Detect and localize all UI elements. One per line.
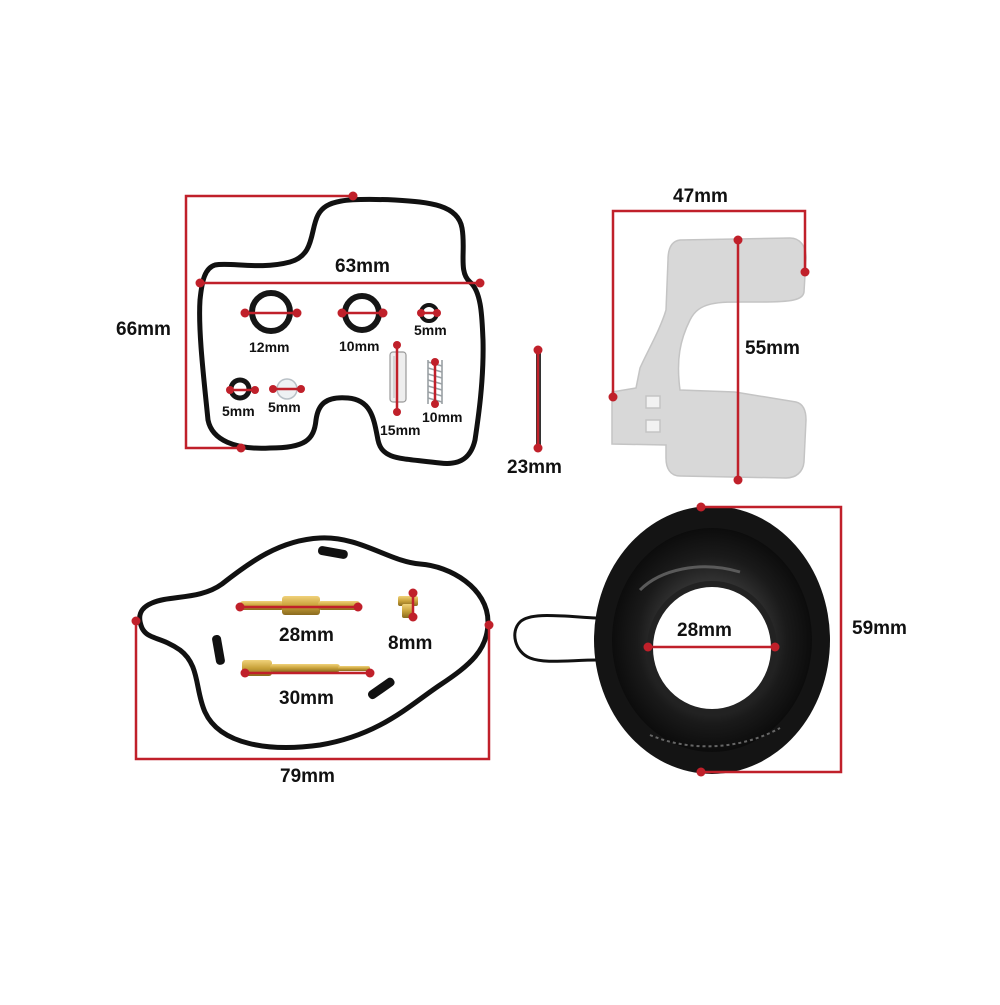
oring-5mm-left-label: 5mm [222,403,255,419]
gasket-height-label: 66mm [116,319,171,340]
bowl-gasket-width-label: 79mm [280,766,335,787]
oring-12mm-label: 12mm [249,339,290,355]
jet-30mm-label: 30mm [279,688,334,709]
pin-label: 23mm [507,457,562,478]
gasket-width-label: 63mm [335,256,390,277]
oring-10mm-label: 10mm [339,338,380,354]
diaphragm-height-label: 59mm [852,618,907,639]
large-bowl-gasket [137,535,491,750]
float-needle-label: 15mm [380,422,421,438]
bracket-width-label: 47mm [673,186,728,207]
main-jet-28mm [240,596,360,615]
check-ball-label: 5mm [268,399,301,415]
measurement-endpoints [131,191,810,777]
bracket-height-label: 55mm [745,338,800,359]
float-bowl-gasket [197,196,486,466]
oring-5mm-top-label: 5mm [414,322,447,338]
jet-8mm-label: 8mm [388,633,433,654]
plastic-bracket [611,237,807,479]
vacuum-diaphragm [513,506,830,774]
measurement-lines [134,194,843,774]
spring-label: 10mm [422,409,463,425]
diaphragm-inner-label: 28mm [677,620,732,641]
jet-28mm-label: 28mm [279,625,334,646]
